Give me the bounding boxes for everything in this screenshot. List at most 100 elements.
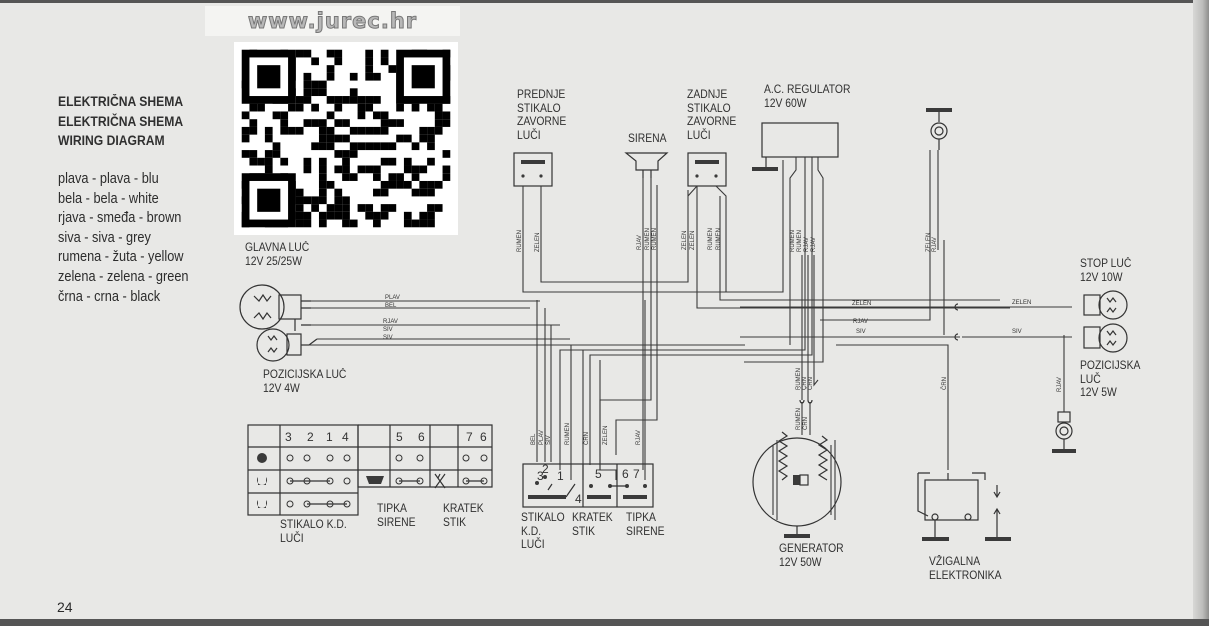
svg-text:PLAV: PLAV (539, 430, 545, 445)
legend-item: bela - bela - white (58, 190, 159, 207)
svg-text:7: 7 (633, 467, 640, 481)
svg-text:RJAV: RJAV (811, 237, 817, 252)
legend-item: zelena - zelena - green (58, 268, 189, 285)
svg-text:6: 6 (480, 430, 487, 444)
switch-contact (343, 477, 351, 485)
svg-text:SIV: SIV (1012, 329, 1022, 335)
svg-text:PLAV: PLAV (385, 295, 400, 301)
light-switch-table: 3 2 1 4 5 6 7 6 (247, 424, 493, 516)
svg-text:ČRN: ČRN (801, 377, 808, 390)
svg-text:ČRN: ČRN (941, 377, 948, 390)
svg-text:RJAV: RJAV (637, 235, 643, 250)
svg-text:RJAV: RJAV (383, 319, 398, 325)
switch-contact (416, 454, 424, 462)
legend-item: siva - siva - grey (58, 229, 151, 246)
svg-text:ZELEN: ZELEN (603, 426, 609, 445)
svg-text:SIV: SIV (383, 335, 393, 341)
stop-lamp-bulb-icon (1083, 290, 1128, 320)
switch-contact (303, 454, 311, 462)
horn-icon (624, 152, 669, 178)
tail-wires (820, 150, 945, 335)
svg-text:BEL: BEL (531, 433, 537, 445)
front-brake-wires: RUMEN ZELEN (517, 160, 784, 293)
handlebar-switch-block: 3 2 1 4 5 6 7 BEL PLAV SIV RUMEN ČRN ZEL… (522, 300, 654, 508)
scan-bottom-edge (0, 619, 1209, 626)
ignition-wire: ČRN (836, 344, 949, 470)
title-line: ELEKTRIČNA SHEMA (58, 94, 184, 109)
svg-text:ČRN: ČRN (583, 432, 590, 445)
generator-wires: RUMEN ČRN ČRN RUMEN ČRN (796, 255, 819, 435)
svg-text:5: 5 (595, 467, 602, 481)
svg-text:SIV: SIV (383, 327, 393, 333)
qr-code-pattern (241, 49, 451, 228)
svg-text:RJAV: RJAV (853, 319, 868, 325)
page-title: ELEKTRIČNA SHEMA ELEKTRIČNA SHEMA WIRING… (58, 92, 183, 151)
svg-text:RUMEN: RUMEN (652, 228, 658, 250)
svg-text:1: 1 (557, 469, 564, 483)
svg-text:ZELEN: ZELEN (682, 231, 688, 250)
light-switch-table-label: STIKALO K.D.LUČI (280, 519, 347, 545)
svg-text:ZELEN: ZELEN (690, 231, 696, 250)
svg-text:RUMEN: RUMEN (517, 230, 523, 252)
headlamp-wires: PLAV BEL RJAV SIV SIV (301, 295, 745, 346)
switch-contact (286, 454, 294, 462)
svg-text:3: 3 (285, 430, 292, 444)
switch-contact (395, 454, 403, 462)
svg-text:1: 1 (326, 430, 333, 444)
rear-brake-wires: ZELEN ZELEN RUMEN RUMEN (682, 185, 1010, 309)
svg-text:RJAV: RJAV (636, 430, 642, 445)
horn-label: SIRENA (628, 133, 667, 145)
front-brake-switch-icon (513, 152, 553, 187)
svg-text:RJAV: RJAV (1057, 377, 1063, 392)
svg-text:SIV: SIV (856, 329, 866, 335)
watermark-logo: www.jurec.hr (205, 6, 460, 36)
svg-text:RUMEN: RUMEN (796, 408, 802, 430)
svg-text:ZELEN: ZELEN (852, 301, 871, 307)
svg-text:2: 2 (307, 430, 314, 444)
switch-contact (343, 454, 351, 462)
svg-text:RJAV: RJAV (804, 237, 810, 252)
svg-text:4: 4 (342, 430, 349, 444)
rear-position-bulb-icon (1083, 323, 1128, 353)
svg-text:5: 5 (396, 430, 403, 444)
svg-text:7: 7 (466, 430, 473, 444)
front-position-bulb-icon (256, 324, 318, 362)
legend-item: plava - plava - blu (58, 171, 159, 187)
svg-text:4: 4 (575, 492, 582, 506)
svg-text:RUMEN: RUMEN (716, 228, 722, 250)
rear-brake-switch-icon (687, 152, 727, 187)
svg-text:6: 6 (622, 467, 629, 481)
svg-text:RUMEN: RUMEN (790, 230, 796, 252)
title-line: WIRING DIAGRAM (58, 133, 165, 148)
svg-text:ČRN: ČRN (807, 377, 814, 390)
switch-contact (462, 454, 470, 462)
qr-code (234, 42, 458, 235)
svg-text:ZELEN: ZELEN (535, 233, 541, 252)
svg-text:ZELEN: ZELEN (926, 233, 932, 252)
svg-text:ČRN: ČRN (802, 417, 809, 430)
indicator-lamp-icon (1052, 411, 1076, 453)
page-binding-shadow (1193, 0, 1209, 626)
switch-contact (286, 500, 294, 508)
svg-text:RJAV: RJAV (932, 237, 938, 252)
svg-text:RUMEN: RUMEN (708, 228, 714, 250)
svg-text:2: 2 (542, 462, 549, 476)
generator-icon (752, 431, 842, 538)
title-line: ELEKTRIČNA SHEMA (58, 113, 184, 129)
legend-item: črna - crna - black (58, 288, 161, 305)
svg-text:RUMEN: RUMEN (797, 230, 803, 252)
svg-text:ZELEN: ZELEN (1012, 300, 1031, 306)
